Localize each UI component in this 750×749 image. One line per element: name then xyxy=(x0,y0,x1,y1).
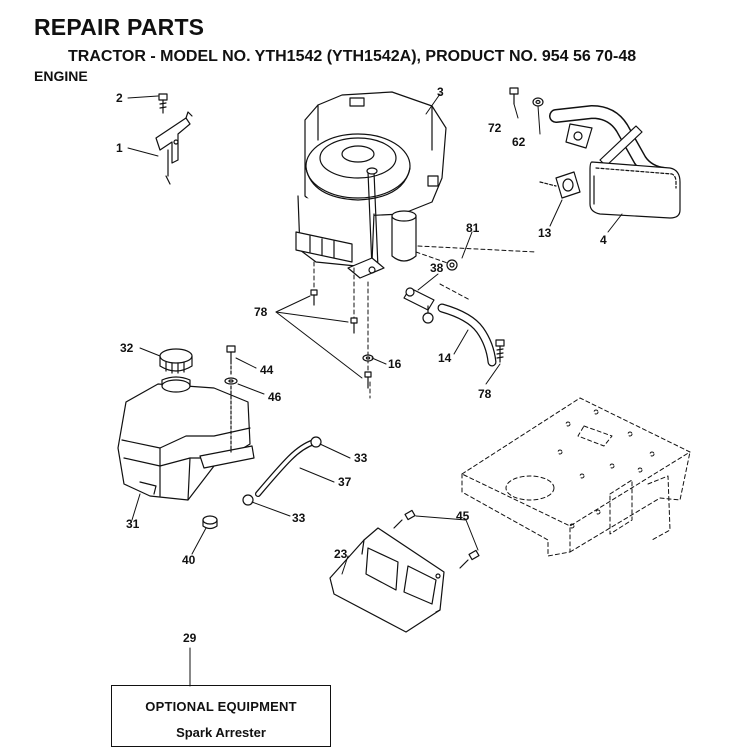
part-3-engine-drawing xyxy=(295,91,447,279)
part-31-fuel-tank-drawing xyxy=(117,376,255,501)
callout-32: 32 xyxy=(120,341,134,355)
part-38-drain-valve-drawing xyxy=(403,287,435,324)
part-13-gasket-drawing xyxy=(539,171,581,199)
callout-44: 44 xyxy=(260,363,274,377)
part-1-bracket-drawing xyxy=(155,111,193,185)
callout-3: 3 xyxy=(437,85,444,99)
callout-81: 81 xyxy=(466,221,480,235)
callout-16: 16 xyxy=(388,357,402,371)
optional-equipment-item: Spark Arrester xyxy=(176,725,266,740)
part-32-fuel-cap-drawing xyxy=(159,348,193,374)
part-78-bolts-drawing xyxy=(310,289,505,389)
model-subtitle: TRACTOR - MODEL NO. YTH1542 (YTH1542A), … xyxy=(68,48,637,65)
callout-46: 46 xyxy=(268,390,282,404)
callout-23: 23 xyxy=(334,547,348,561)
section-label: ENGINE xyxy=(34,68,88,84)
callout-2: 2 xyxy=(116,91,123,105)
part-2-screw-drawing xyxy=(158,93,168,114)
callout-38: 38 xyxy=(430,261,444,275)
optional-equipment-box: OPTIONAL EQUIPMENT Spark Arrester xyxy=(111,685,331,747)
part-4-muffler-drawing xyxy=(549,105,681,219)
callout-78-right: 78 xyxy=(478,387,492,401)
page-title: REPAIR PARTS xyxy=(34,14,205,40)
callout-62: 62 xyxy=(512,135,526,149)
callout-78-left: 78 xyxy=(254,305,268,319)
callout-14: 14 xyxy=(438,351,452,365)
callout-37: 37 xyxy=(338,475,352,489)
callout-1: 1 xyxy=(116,141,123,155)
callout-29: 29 xyxy=(183,631,197,645)
optional-equipment-heading: OPTIONAL EQUIPMENT xyxy=(145,699,297,714)
callout-33-top: 33 xyxy=(354,451,368,465)
callout-40: 40 xyxy=(182,553,196,567)
callout-4: 4 xyxy=(600,233,607,247)
frame-drawing xyxy=(461,397,691,557)
callout-13: 13 xyxy=(538,226,552,240)
callout-72: 72 xyxy=(488,121,502,135)
callout-45: 45 xyxy=(456,509,470,523)
callout-33-bottom: 33 xyxy=(292,511,306,525)
callout-31: 31 xyxy=(126,517,140,531)
part-23-heat-shield-drawing xyxy=(329,527,445,633)
